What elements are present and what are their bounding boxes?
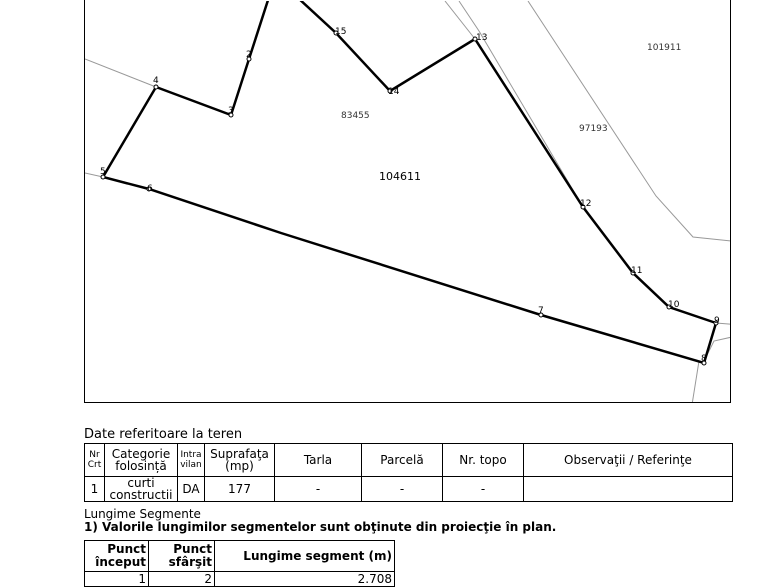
point-label-8: 8 (701, 354, 707, 364)
cell-categorie: curti constructii (104, 476, 178, 502)
point-label-7: 7 (538, 306, 544, 316)
point-label-10: 10 (668, 300, 680, 310)
point-label-14: 14 (388, 87, 400, 97)
parcel-plan-svg: 2 3 4 5 6 7 8 9 10 11 12 13 14 15 104611… (85, 1, 730, 402)
point-label-5: 5 (100, 167, 106, 177)
segmente-note: 1) Valorile lungimilor segmentelor sunt … (84, 520, 557, 534)
teren-section-title: Date referitoare la teren (84, 427, 243, 442)
cell-sfarsit: 2 (148, 571, 215, 587)
neighbor-parcel-83455: 83455 (341, 111, 370, 121)
segmente-header-row: Punct început Punct sfârşit Lungime segm… (84, 540, 395, 572)
header-tarla: Tarla (274, 443, 362, 477)
neighbor-parcel-101911: 101911 (647, 43, 681, 53)
point-label-4: 4 (153, 76, 159, 86)
header-parcela: Parcelă (361, 443, 443, 477)
table-row: 1 curti constructii DA 177 - - - (84, 476, 733, 502)
point-label-13: 13 (476, 33, 487, 43)
header-punct-sfarsit: Punct sfârşit (148, 540, 215, 572)
cell-inceput: 1 (84, 571, 149, 587)
segmente-section-title: Lungime Segmente (84, 507, 201, 521)
point-label-2: 2 (246, 50, 252, 60)
cell-nr: 1 (84, 476, 105, 502)
point-label-9: 9 (714, 316, 720, 326)
header-lungime: Lungime segment (m) (214, 540, 395, 572)
header-punct-inceput: Punct început (84, 540, 149, 572)
teren-table: Nr Crt Categorie folosință Intra vilan S… (84, 443, 733, 502)
header-nr-topo: Nr. topo (442, 443, 524, 477)
cell-observatii (523, 476, 733, 502)
point-label-6: 6 (147, 184, 153, 194)
cell-intravilan: DA (177, 476, 205, 502)
table-row: 1 2 2.708 (84, 571, 395, 587)
point-label-12: 12 (580, 199, 591, 209)
main-parcel-id: 104611 (379, 170, 421, 183)
cell-tarla: - (274, 476, 362, 502)
header-categorie: Categorie folosință (104, 443, 178, 477)
segmente-table: Punct început Punct sfârşit Lungime segm… (84, 540, 395, 587)
vertex-markers (100, 30, 719, 366)
cell-parcela: - (361, 476, 443, 502)
teren-header-row: Nr Crt Categorie folosință Intra vilan S… (84, 443, 733, 477)
header-intravilan: Intra vilan (177, 443, 205, 477)
cell-nr-topo: - (442, 476, 524, 502)
point-label-11: 11 (631, 266, 642, 276)
cell-suprafata: 177 (204, 476, 275, 502)
point-label-3: 3 (228, 106, 234, 116)
point-label-15: 15 (335, 27, 346, 37)
cell-lungime: 2.708 (214, 571, 395, 587)
cadastral-map: 2 3 4 5 6 7 8 9 10 11 12 13 14 15 104611… (84, 0, 731, 403)
header-nr: Nr Crt (84, 443, 105, 477)
header-suprafata: Suprafaţa (mp) (204, 443, 275, 477)
neighbor-parcel-97193: 97193 (579, 124, 608, 134)
header-observatii: Observaţii / Referinţe (523, 443, 733, 477)
